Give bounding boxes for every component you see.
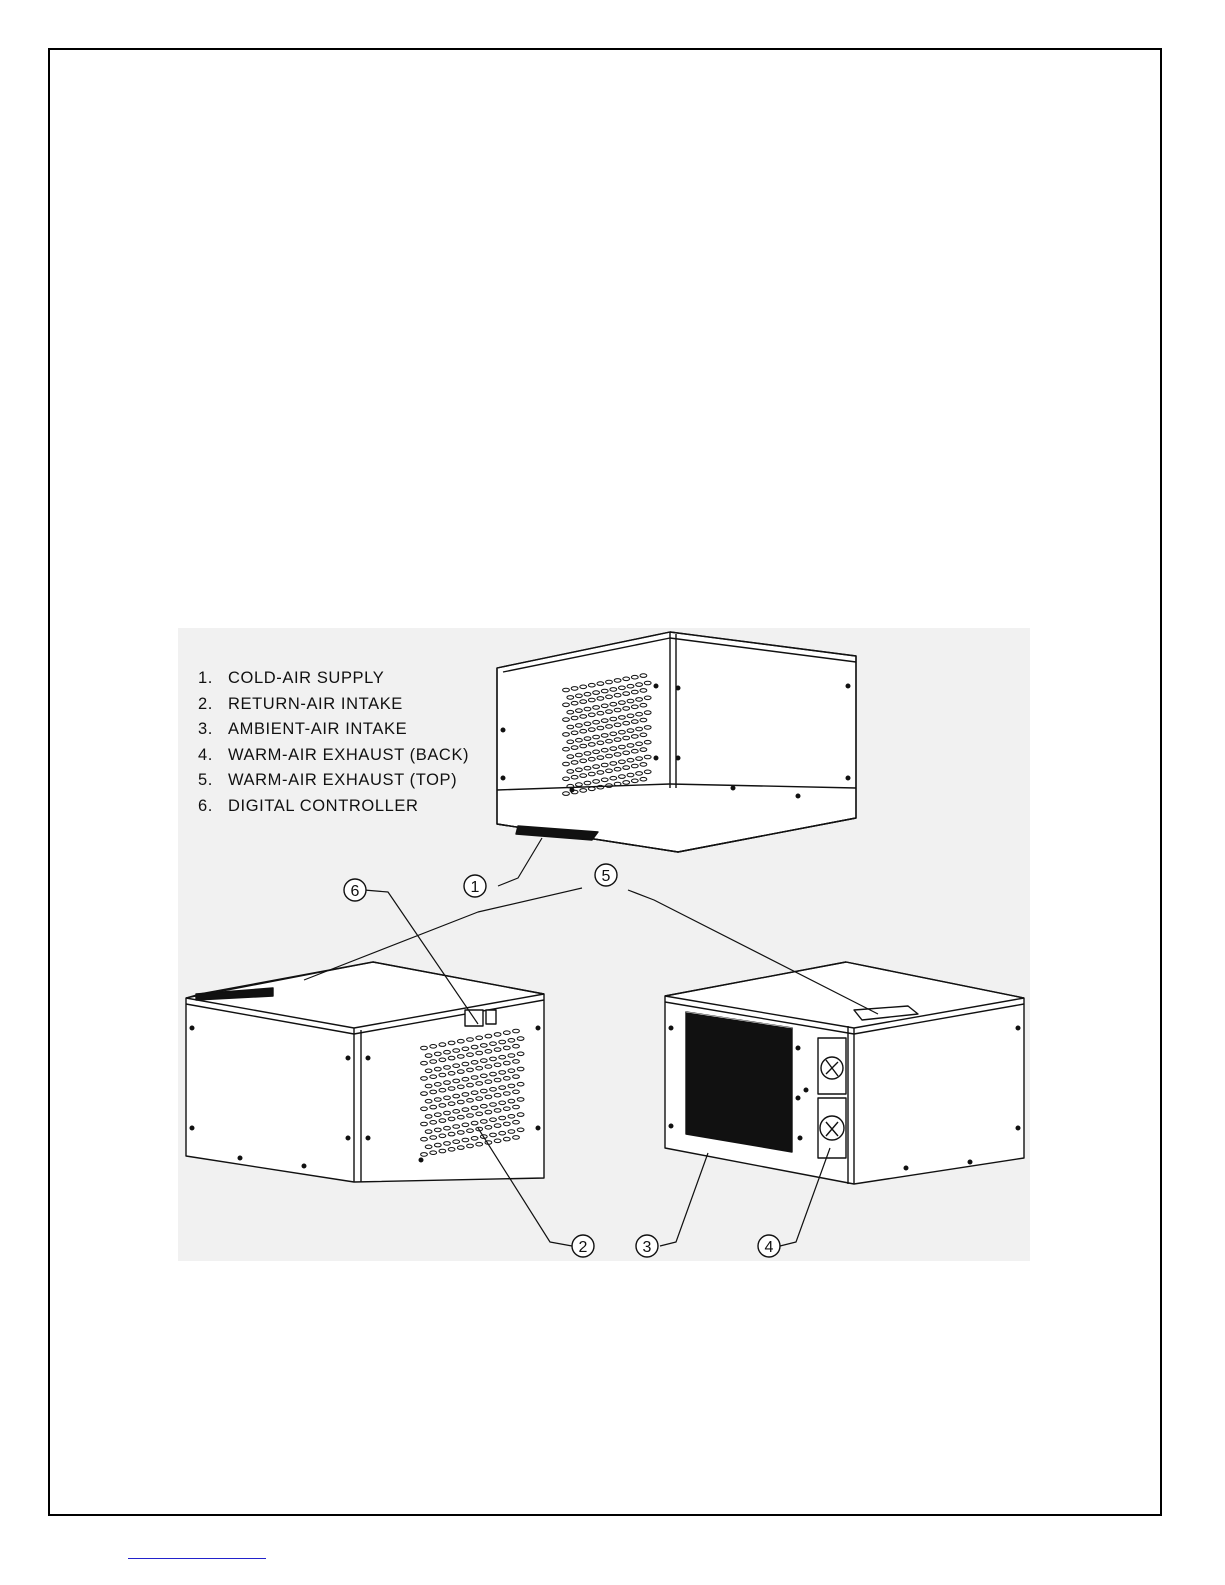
unit-back-view <box>665 962 1024 1184</box>
legend-label: DIGITAL CONTROLLER <box>228 797 419 815</box>
figure-panel: 1 6 5 2 3 4 1.C <box>178 628 1030 1261</box>
legend-item: 3.AMBIENT-AIR INTAKE <box>198 717 469 743</box>
footer-link-underline[interactable] <box>128 1558 266 1559</box>
parts-legend: 1.COLD-AIR SUPPLY 2.RETURN-AIR INTAKE 3.… <box>198 666 469 819</box>
svg-text:2: 2 <box>579 1239 588 1256</box>
legend-item: 1.COLD-AIR SUPPLY <box>198 666 469 692</box>
svg-text:5: 5 <box>602 868 611 885</box>
svg-text:4: 4 <box>765 1239 774 1256</box>
unit-front-view <box>186 962 544 1182</box>
callout-1: 1 <box>464 875 486 897</box>
legend-label: COLD-AIR SUPPLY <box>228 669 384 687</box>
legend-number: 5. <box>198 768 228 794</box>
legend-item: 2.RETURN-AIR INTAKE <box>198 692 469 718</box>
legend-item: 6.DIGITAL CONTROLLER <box>198 794 469 820</box>
legend-label: WARM-AIR EXHAUST (TOP) <box>228 771 457 789</box>
legend-number: 4. <box>198 743 228 769</box>
svg-text:1: 1 <box>471 879 480 896</box>
callout-3: 3 <box>636 1235 658 1257</box>
callout-2: 2 <box>572 1235 594 1257</box>
callout-6: 6 <box>344 879 366 901</box>
svg-text:3: 3 <box>643 1239 652 1256</box>
unit-underside-view <box>497 628 856 852</box>
legend-number: 2. <box>198 692 228 718</box>
legend-label: WARM-AIR EXHAUST (BACK) <box>228 746 469 764</box>
callout-5: 5 <box>595 864 617 886</box>
legend-number: 3. <box>198 717 228 743</box>
legend-item: 5.WARM-AIR EXHAUST (TOP) <box>198 768 469 794</box>
legend-number: 1. <box>198 666 228 692</box>
exhaust-fans <box>818 1038 846 1158</box>
legend-item: 4.WARM-AIR EXHAUST (BACK) <box>198 743 469 769</box>
svg-text:6: 6 <box>351 883 360 900</box>
legend-label: AMBIENT-AIR INTAKE <box>228 720 407 738</box>
callout-4: 4 <box>758 1235 780 1257</box>
legend-label: RETURN-AIR INTAKE <box>228 695 403 713</box>
legend-number: 6. <box>198 794 228 820</box>
